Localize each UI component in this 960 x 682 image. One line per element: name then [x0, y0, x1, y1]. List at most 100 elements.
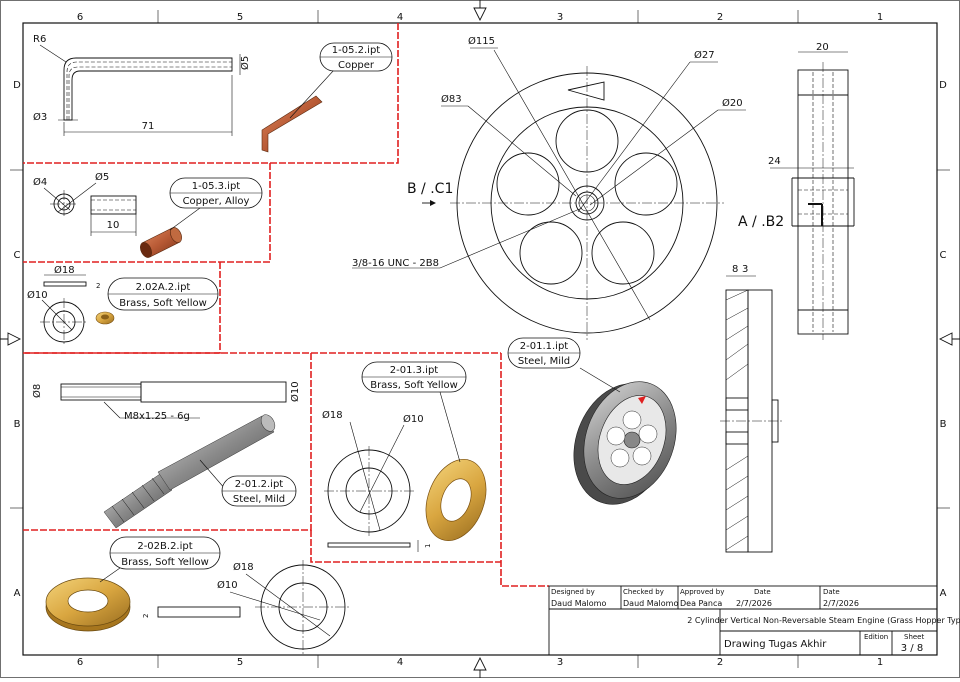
zone-row-right: D — [939, 80, 947, 91]
title-block: Designed by Daud Malomo Checked by Daud … — [548, 585, 960, 656]
dim-71: 71 — [142, 121, 155, 132]
dim-d20: Ø20 — [722, 97, 743, 109]
copper-bushing-3d — [140, 227, 182, 258]
part-material: Steel, Mild — [518, 356, 570, 367]
view-label-a: A / .B2 — [738, 214, 784, 230]
designed-by-label: Designed by — [551, 588, 595, 596]
dim-d115: Ø115 — [468, 35, 495, 47]
flywheel-3d: 2-01.1.ipt Steel, Mild — [507, 337, 677, 505]
dim-d83: Ø83 — [441, 93, 462, 105]
part-2-02b-2-view: 2 Ø18 Ø10 2-02B.2.ipt Brass, Soft Yellow — [45, 536, 351, 654]
zone-col-bottom: 6 — [77, 657, 83, 668]
dim-d10: Ø10 — [27, 289, 48, 301]
date-label-2: Date — [823, 588, 840, 596]
dim-d5: Ø5 — [95, 171, 109, 183]
dim-d8: Ø8 — [31, 384, 43, 398]
checked-by: Daud Malomo — [623, 599, 678, 608]
zone-col-bottom: 3 — [557, 657, 563, 668]
thread-callout: 3/8-16 UNC - 2B8 — [352, 258, 439, 269]
flywheel-section-view: 8 3 — [720, 264, 784, 553]
part-material: Brass, Soft Yellow — [119, 298, 207, 309]
zone-col-top: 1 — [877, 12, 883, 23]
date-1: 2/7/2026 — [736, 599, 772, 608]
steel-shaft-3d — [103, 414, 276, 529]
dim-d10: Ø10 — [403, 413, 424, 425]
zone-labels: 6 5 4 3 2 1 6 5 4 3 2 1 D C B A D C B A — [13, 12, 947, 668]
zone-ticks — [10, 10, 950, 668]
zone-col-top: 4 — [397, 12, 403, 23]
arrow-marker — [567, 81, 605, 101]
part-material: Steel, Mild — [233, 494, 285, 505]
part-1-05-2-view: R6 Ø5 Ø3 71 1-05.2.ipt Copper — [33, 34, 393, 153]
dim-d5: Ø5 — [239, 56, 251, 70]
part-file: 2-01.1.ipt — [520, 341, 569, 352]
dim-20: 20 — [816, 42, 829, 53]
approved-by-label: Approved by — [680, 588, 724, 596]
zone-col-top: 3 — [557, 12, 563, 23]
dim-3: 3 — [742, 264, 748, 275]
edition-label: Edition — [864, 633, 888, 641]
part-1-05-3-view: Ø4 Ø5 10 1-05.3.ipt Copper, Alloy — [33, 171, 263, 258]
date-2: 2/7/2026 — [823, 599, 859, 608]
zone-col-bottom: 4 — [397, 657, 403, 668]
dim-d3: Ø3 — [33, 111, 47, 123]
part-file: 2-02B.2.ipt — [137, 541, 192, 552]
sheet-label: Sheet — [904, 633, 924, 641]
dim-d18: Ø18 — [233, 561, 254, 573]
zone-row-left: A — [14, 588, 21, 599]
zone-row-left: C — [14, 250, 21, 261]
sheet-number: 3 / 8 — [901, 643, 923, 654]
part-file: 1-05.3.ipt — [192, 181, 241, 192]
zone-row-right: B — [940, 419, 947, 430]
flywheel-side-view: 20 24 A / .B2 — [738, 42, 855, 340]
view-label-b: B / .C1 — [407, 181, 453, 197]
brass-washer-3d — [45, 577, 131, 632]
dim-2: 2 — [142, 614, 150, 618]
part-file: 2.02A.2.ipt — [136, 282, 191, 293]
flywheel-front-view: Ø115 Ø27 Ø20 Ø83 3/8-16 UNC - 2B8 B / .C… — [352, 35, 746, 340]
zone-row-right: A — [940, 588, 947, 599]
zone-col-bottom: 1 — [877, 657, 883, 668]
zone-row-left: B — [14, 419, 21, 430]
part-2-01-2-view: Ø8 Ø10 M8x1.25 - 6g 2-01.2.ipt Steel, Mi… — [31, 381, 301, 529]
drawing-subtitle: Drawing Tugas Akhir — [724, 639, 827, 650]
part-material: Brass, Soft Yellow — [370, 380, 458, 391]
approved-by: Dea Panca — [680, 599, 722, 608]
dim-d18: Ø18 — [54, 264, 75, 276]
dim-r6: R6 — [33, 34, 46, 45]
part-material: Brass, Soft Yellow — [121, 557, 209, 568]
zone-col-top: 6 — [77, 12, 83, 23]
dim-1: 1 — [424, 544, 432, 548]
date-label: Date — [754, 588, 771, 596]
dim-d27: Ø27 — [694, 49, 715, 61]
dim-d10: Ø10 — [217, 579, 238, 591]
zone-col-bottom: 5 — [237, 657, 243, 668]
part-2-01-3-view: Ø18 Ø10 1 2-01.3.ipt Brass, Soft Yellow — [322, 361, 487, 552]
inner-frame — [22, 22, 938, 656]
zone-col-top: 5 — [237, 12, 243, 23]
dim-d10: Ø10 — [289, 381, 301, 402]
brass-washer-3d — [425, 459, 487, 541]
dim-2: 2 — [96, 282, 100, 290]
section-borders — [23, 23, 549, 587]
zone-col-bottom: 2 — [717, 657, 723, 668]
thread-callout: M8x1.25 - 6g — [124, 411, 190, 422]
part-material: Copper — [338, 60, 375, 71]
drawing-title: 2 Cylinder Vertical Non-Reversable Steam… — [687, 616, 960, 625]
dim-d4: Ø4 — [33, 176, 47, 188]
checked-by-label: Checked by — [623, 588, 664, 596]
part-file: 1-05.2.ipt — [332, 45, 381, 56]
dim-8: 8 — [732, 264, 738, 275]
part-file: 2-01.2.ipt — [235, 479, 284, 490]
zone-col-top: 2 — [717, 12, 723, 23]
dim-24: 24 — [768, 156, 781, 167]
part-file: 2-01.3.ipt — [390, 365, 439, 376]
copper-pipe-3d — [261, 95, 323, 153]
dim-d18: Ø18 — [322, 409, 343, 421]
part-2-02a-2-view: Ø18 2 Ø10 2.02A.2.ipt Brass, Soft Yellow — [27, 264, 219, 346]
zone-row-left: D — [13, 80, 21, 91]
